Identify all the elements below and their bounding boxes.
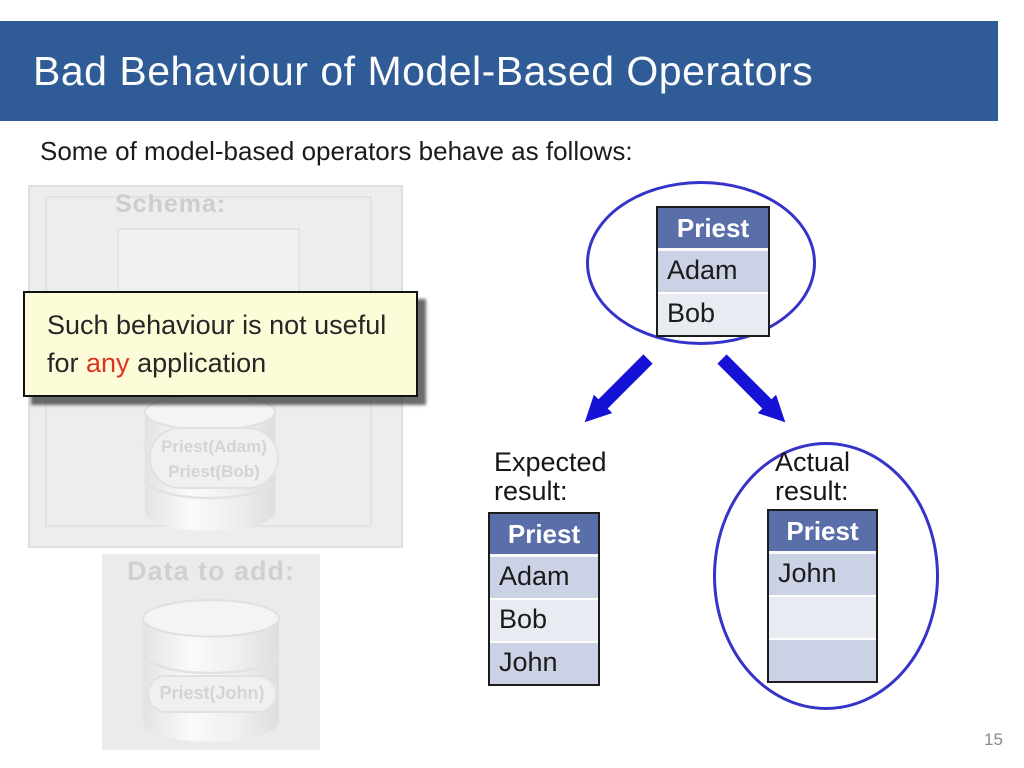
- callout-line2-before: for: [47, 348, 87, 378]
- schema-db-label-line1: Priest(Adam): [161, 437, 267, 456]
- table-row: Bob: [658, 292, 768, 335]
- callout-line2-after: application: [129, 348, 267, 378]
- schema-db-label-line2: Priest(Bob): [168, 462, 260, 481]
- data-to-add-panel: Data to add: Priest(John): [102, 554, 320, 750]
- callout-highlight: any: [86, 348, 130, 378]
- table-row: Bob: [490, 598, 598, 641]
- branch-arrows: [584, 354, 786, 423]
- arrow-down-left-icon: [584, 354, 653, 423]
- table-row: John: [769, 554, 876, 595]
- schema-db-label: Priest(Adam) Priest(Bob): [149, 427, 279, 489]
- actual-table: Priest John: [767, 509, 878, 683]
- table-header: Priest: [658, 208, 768, 251]
- expected-result-label: Expected result:: [494, 447, 607, 506]
- source-ellipse: [586, 181, 816, 345]
- callout-box: Such behaviour is not useful for any app…: [23, 291, 418, 397]
- expected-table: Priest Adam Bob John: [488, 512, 600, 686]
- table-row: Adam: [658, 251, 768, 292]
- page-number: 15: [984, 730, 1003, 749]
- data-to-add-label: Data to add:: [126, 556, 295, 586]
- table-header: Priest: [769, 511, 876, 554]
- callout-line1: Such behaviour is not useful: [47, 310, 387, 340]
- data-db-label: Priest(John): [147, 675, 277, 713]
- slide-title: Bad Behaviour of Model-Based Operators: [33, 47, 814, 94]
- actual-ellipse: [713, 442, 939, 710]
- database-icon: [141, 599, 281, 742]
- intro-text: Some of model-based operators behave as …: [40, 136, 633, 166]
- actual-result-label: Actual result:: [775, 447, 851, 506]
- title-bar: Bad Behaviour of Model-Based Operators: [0, 21, 998, 121]
- table-row: [769, 638, 876, 681]
- table-row: Adam: [490, 557, 598, 598]
- table-row: [769, 595, 876, 638]
- arrow-down-right-icon: [717, 354, 786, 423]
- source-table: Priest Adam Bob: [656, 206, 770, 337]
- schema-label: Schema:: [115, 190, 227, 218]
- table-row: John: [490, 641, 598, 684]
- table-header: Priest: [490, 514, 598, 557]
